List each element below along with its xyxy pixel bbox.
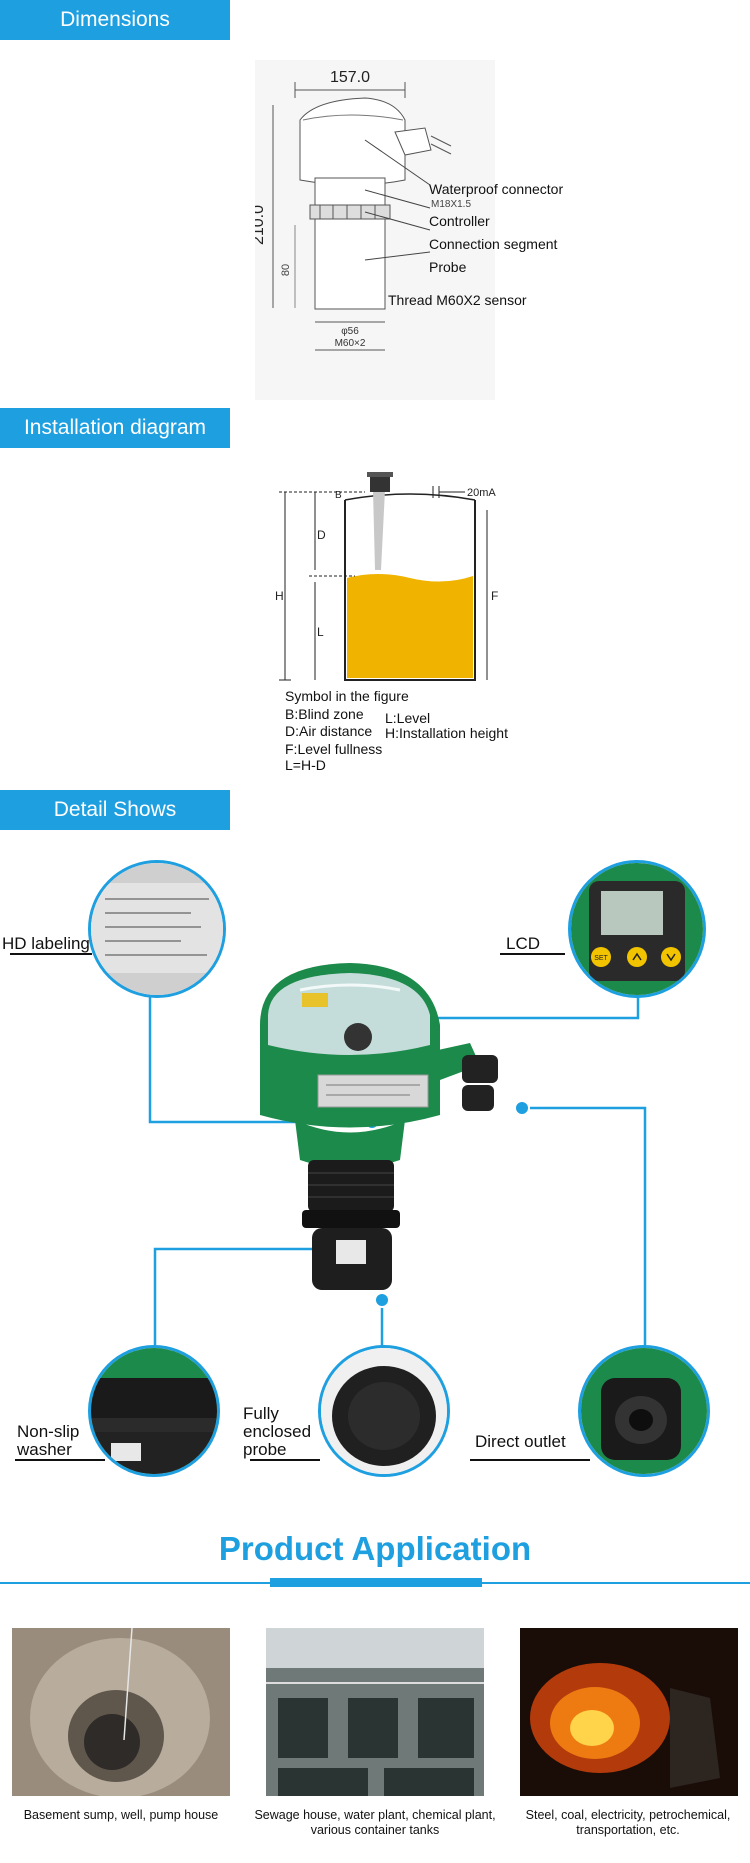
legend-l: L:Level: [385, 710, 431, 726]
callout-fully-1: Fully: [243, 1404, 279, 1423]
letter-h: H: [275, 589, 284, 603]
probe-photo: [321, 1348, 447, 1474]
section-tab-installation: Installation diagram: [0, 408, 230, 448]
washer-photo: [91, 1348, 217, 1474]
callout-non-slip-2: washer: [17, 1440, 72, 1459]
dim-width-text: 157.0: [330, 69, 370, 86]
label-waterproof-connector: Waterproof connector: [429, 181, 564, 197]
lcd-set-button: SET: [594, 955, 608, 962]
legend-title: Symbol in the figure: [285, 688, 409, 704]
callout-fully-3: probe: [243, 1440, 287, 1459]
application-caption-well: Basement sump, well, pump house: [23, 1808, 219, 1822]
dim-dia-text: φ56: [341, 326, 359, 337]
letter-d: D: [317, 528, 326, 542]
callout-fully-2: enclosed: [243, 1422, 312, 1441]
dimension-drawing: 157.0 210.0 80 φ56 M60×2: [255, 60, 495, 400]
section-tab-dimensions: Dimensions: [0, 0, 230, 40]
product-photo: [260, 963, 498, 1290]
label-thread-sensor: Thread M60X2 sensor: [388, 292, 527, 308]
letter-f: F: [491, 589, 498, 603]
signal-text: 20mA: [467, 487, 496, 499]
detail-circle-probe: [318, 1345, 450, 1477]
legend-h: H:Installation height: [385, 725, 508, 741]
lcd-photo: SET: [571, 863, 703, 995]
dim-probe-text: 80: [280, 264, 292, 276]
label-probe: Probe: [429, 259, 467, 275]
legend-b: B:Blind zone: [285, 706, 364, 722]
legend-d: D:Air distance: [285, 723, 373, 739]
hd-labeling-photo: [91, 863, 223, 995]
application-caption-steel: Steel, coal, electricity, petrochemical,…: [525, 1808, 731, 1837]
dim-height-text: 210.0: [255, 205, 267, 245]
letter-l: L: [317, 625, 324, 639]
callout-lcd: LCD: [506, 934, 541, 953]
label-controller: Controller: [429, 213, 490, 229]
label-connection-segment: Connection segment: [429, 236, 558, 252]
outlet-photo: [581, 1348, 707, 1474]
application-caption-sewage: Sewage house, water plant, chemical plan…: [254, 1808, 496, 1837]
application-divider-accent: [270, 1578, 482, 1587]
letter-b: B: [335, 490, 342, 501]
legend-formula: L=H-D: [285, 757, 326, 773]
detail-circle-washer: [88, 1345, 220, 1477]
application-photo-steel: [520, 1628, 738, 1796]
installation-diagram: 20mA H D L B F: [275, 472, 498, 681]
tank-liquid: [347, 574, 473, 678]
application-title: Product Application: [218, 1530, 532, 1567]
callout-non-slip-1: Non-slip: [17, 1422, 80, 1441]
detail-circle-outlet: [578, 1345, 710, 1477]
legend-f: F:Level fullness: [285, 741, 383, 757]
detail-circle-lcd: SET: [568, 860, 706, 998]
section-tab-detail: Detail Shows: [0, 790, 230, 830]
detail-circle-hd-labeling: [88, 860, 226, 998]
dim-thread-text: M60×2: [335, 338, 366, 349]
callout-direct-outlet: Direct outlet: [475, 1432, 566, 1451]
application-photo-sewage: [266, 1628, 484, 1796]
application-photo-well: [12, 1628, 230, 1796]
label-connector-thread: M18X1.5: [431, 199, 472, 210]
callout-hd-labeling: HD labeling: [2, 934, 90, 953]
